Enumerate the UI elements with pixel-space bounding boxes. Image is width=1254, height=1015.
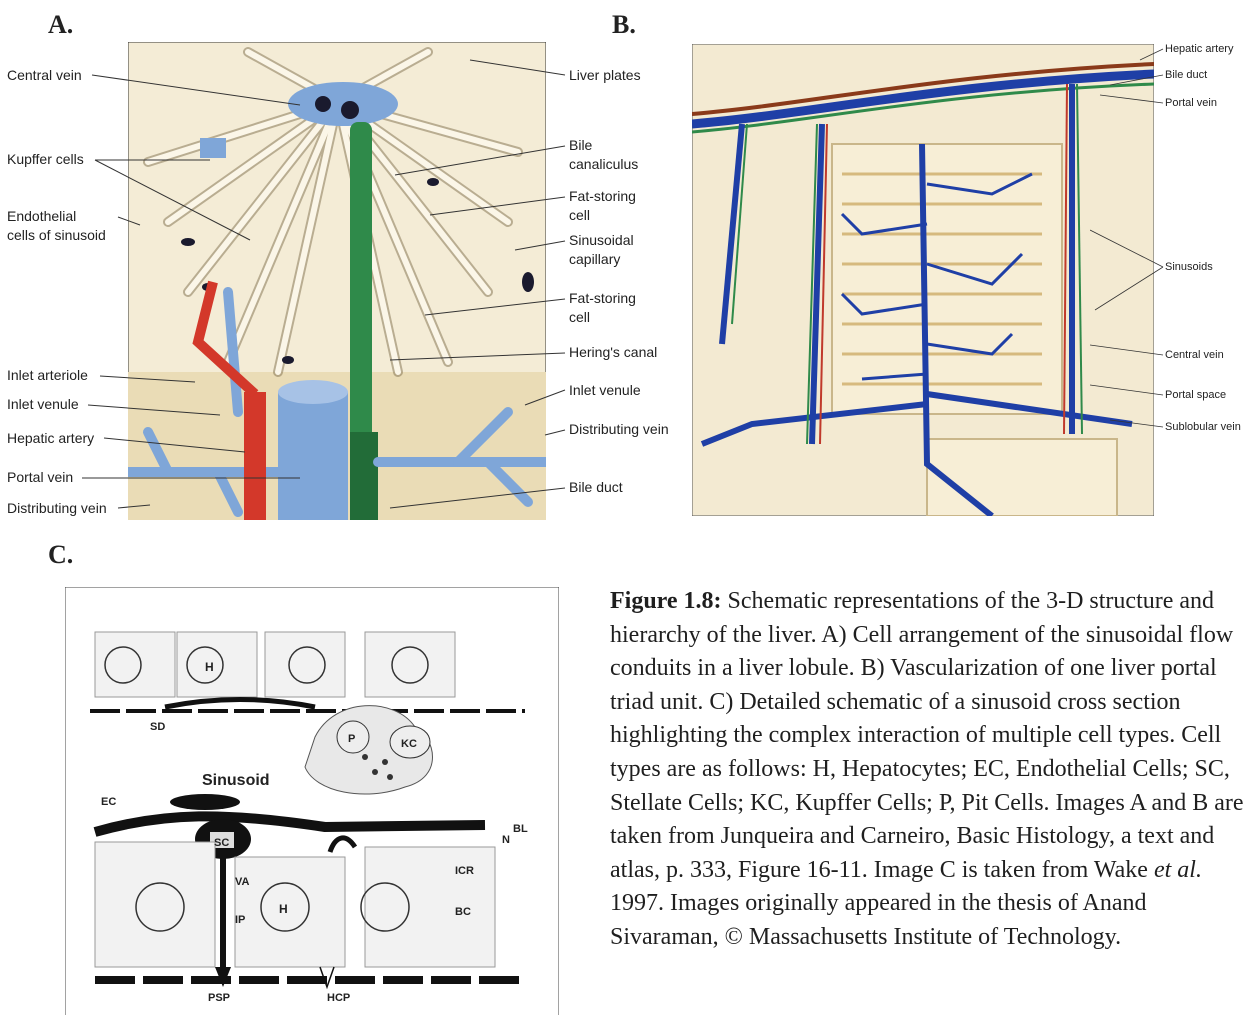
label-b-portal-space: Portal space — [1165, 389, 1226, 401]
caption-text-1: Schematic representations of the 3-D str… — [610, 588, 1244, 883]
caption-text-2: 1997. Images originally appeared in the … — [610, 890, 1147, 950]
label-b-bile-duct: Bile duct — [1165, 69, 1207, 81]
c-label-kc: KC — [401, 738, 417, 750]
c-label-sc: SC — [214, 837, 229, 849]
panel-c-letter: C. — [48, 540, 73, 570]
panel-a-leader-lines — [0, 0, 690, 530]
panel-b-illustration — [692, 44, 1154, 516]
c-label-icr: ICR — [455, 865, 474, 877]
label-b-sinusoids: Sinusoids — [1165, 261, 1213, 273]
panel-c-illustration: H SD P KC Sinusoid EC BL N SC VA ICR IP … — [65, 587, 559, 1015]
label-b-central-vein: Central vein — [1165, 349, 1224, 361]
c-label-bl: BL — [513, 823, 528, 835]
c-label-sd: SD — [150, 721, 165, 733]
c-label-h-bottom: H — [279, 902, 288, 916]
c-label-hcp: HCP — [327, 992, 350, 1004]
panel-b-leader-lines — [1090, 40, 1170, 440]
c-label-ec: EC — [101, 796, 116, 808]
c-label-ip: IP — [235, 914, 245, 926]
c-label-va: VA — [235, 876, 250, 888]
c-label-bc: BC — [455, 906, 471, 918]
c-label-n: N — [502, 834, 510, 846]
c-label-psp: PSP — [208, 992, 230, 1004]
label-b-sublobular-vein: Sublobular vein — [1165, 421, 1241, 433]
figure-caption: Figure 1.8: Schematic representations of… — [610, 585, 1250, 955]
c-label-p: P — [348, 733, 355, 745]
c-label-h-top: H — [205, 660, 214, 674]
label-b-hepatic-artery: Hepatic artery — [1165, 43, 1233, 55]
panel-b-letter: B. — [612, 10, 636, 40]
caption-et-al: et al. — [1154, 857, 1202, 883]
c-label-sinusoid: Sinusoid — [202, 772, 270, 789]
caption-figure-label: Figure 1.8: — [610, 588, 722, 614]
label-b-portal-vein: Portal vein — [1165, 97, 1217, 109]
